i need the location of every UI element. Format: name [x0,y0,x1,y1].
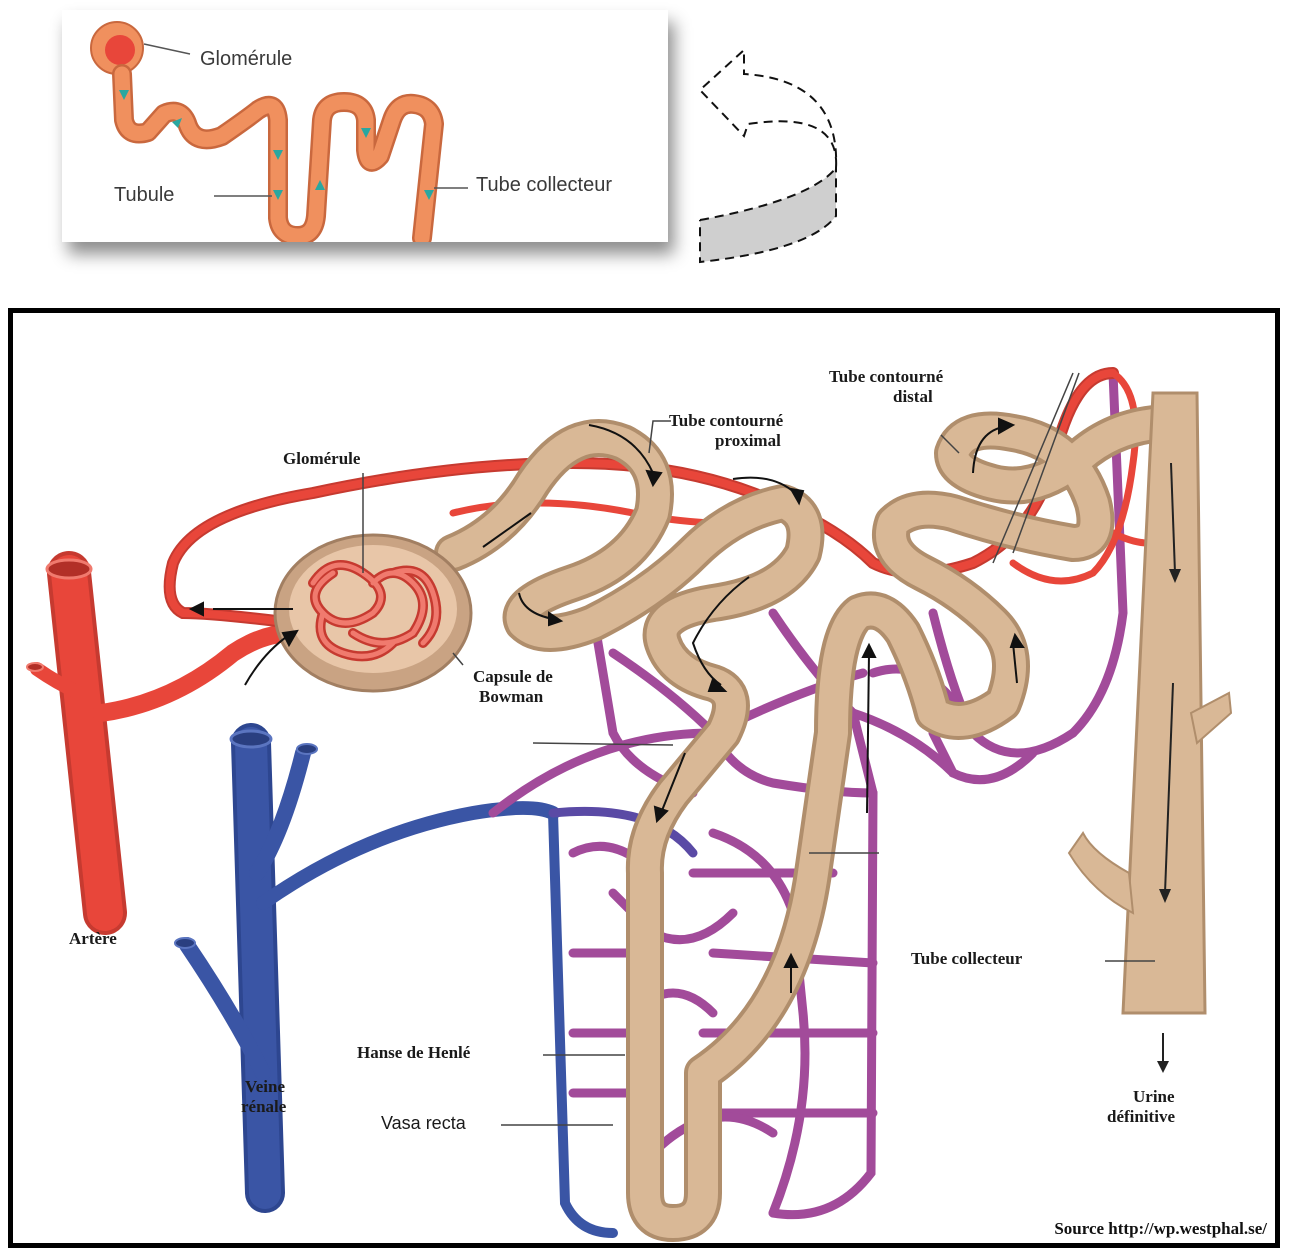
tube-distal-label-line2: distal [893,387,933,407]
nephron-main-diagram: Glomérule Tube contourné proximal Tube c… [8,308,1280,1248]
inset-glomerulus-core [105,35,135,65]
inset-nephron-drawing [62,10,668,242]
glomerule-label: Glomérule [283,449,360,469]
veine-label-line2: rénale [241,1097,286,1117]
nephron-illustration [13,313,1275,1243]
source-credit: Source http://wp.westphal.se/ [1054,1219,1267,1239]
nephron-inset-card: Glomérule Tubule Tube collecteur [62,10,668,242]
capsule-label-line2: Bowman [479,687,543,707]
vasa-recta-label: Vasa recta [381,1113,466,1134]
inset-glomerule-leader [144,44,190,54]
curved-arrow-icon [690,40,860,270]
glomerulus-capsule [275,535,471,691]
veine-label-line1: Veine [245,1077,285,1097]
inset-tubule-label: Tubule [114,184,174,207]
capsule-label-line1: Capsule de [473,667,553,687]
urine-label-line1: Urine [1133,1087,1175,1107]
renal-vein [175,731,693,1233]
tube-distal-label-line1: Tube contourné [829,367,943,387]
tube-proximal-label-line1: Tube contourné [669,411,783,431]
urine-label-line2: définitive [1107,1107,1175,1127]
inset-glomerule-label: Glomérule [200,48,292,71]
hanse-de-henle-label: Hanse de Henlé [357,1043,470,1063]
tube-proximal-label-line2: proximal [715,431,781,451]
tube-collecteur-label: Tube collecteur [911,949,1022,969]
inset-collecteur-label: Tube collecteur [476,174,612,197]
artere-label: Artère [69,929,117,949]
